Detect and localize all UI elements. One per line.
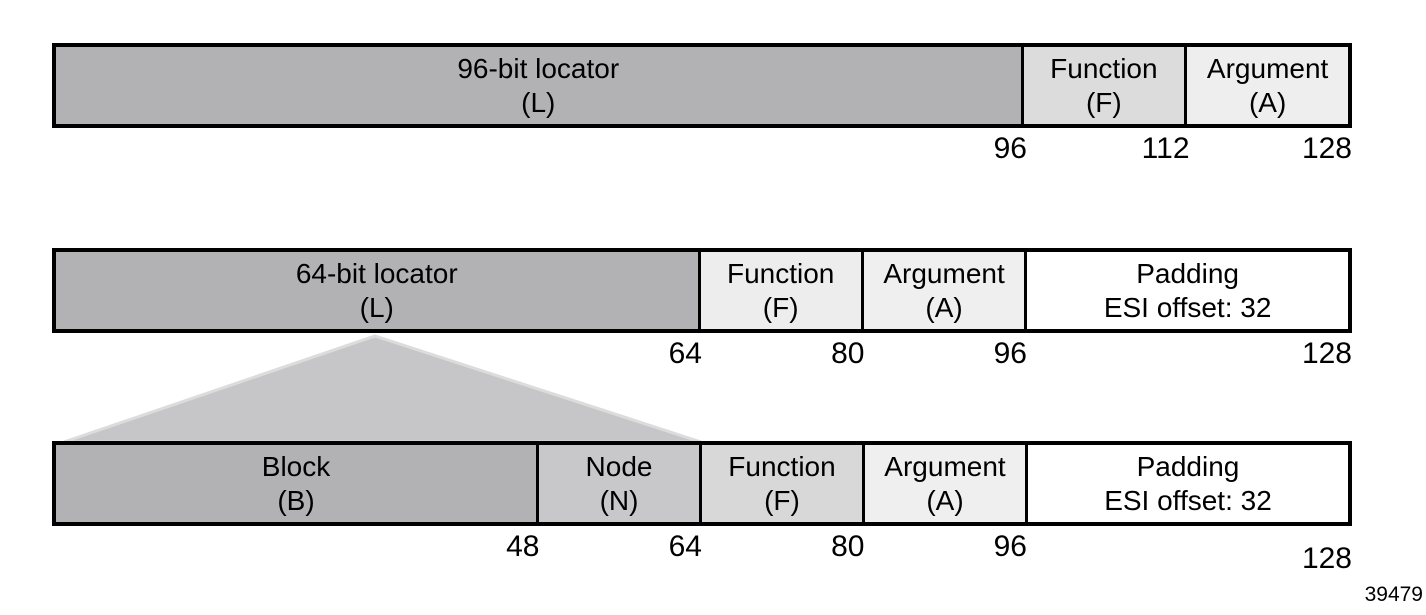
bit-offset-label: 64	[668, 337, 702, 370]
segment-label: Node	[585, 450, 653, 482]
segment-sublabel: (F)	[762, 291, 799, 323]
segment-label: Function	[726, 257, 835, 289]
segment-sublabel: (L)	[521, 86, 556, 118]
segment-sublabel: (A)	[925, 291, 963, 323]
segment-argument: Argument(A)	[860, 252, 1025, 329]
bit-offset-label: 80	[831, 530, 865, 563]
segment-label: Padding	[1136, 450, 1240, 482]
figure-number: 39479	[1364, 583, 1423, 606]
segment-sublabel: (F)	[1085, 86, 1122, 118]
segment-argument: Argument(A)	[1184, 47, 1348, 124]
bit-offset-label: 80	[831, 337, 865, 370]
segment-function: Function(F)	[699, 445, 862, 522]
segment-locator-64: 64-bit locator(L)	[56, 252, 698, 329]
segment-label: 64-bit locator	[295, 257, 458, 289]
bit-offset-label: 128	[1301, 542, 1352, 575]
segment-sublabel: (B)	[277, 484, 315, 516]
segment-sublabel: (A)	[926, 484, 964, 516]
segment-label: Block	[261, 450, 331, 482]
field-bar-64bit-sid-expanded: Block(B)Node(N)Function(F)Argument(A)Pad…	[52, 441, 1352, 526]
segment-sublabel: (A)	[1248, 86, 1287, 118]
segment-sublabel: (L)	[359, 291, 394, 323]
bit-offset-label: 64	[668, 530, 702, 563]
segment-locator-96: 96-bit locator(L)	[56, 47, 1021, 124]
segment-sublabel: (F)	[764, 484, 800, 516]
segment-node: Node(N)	[536, 445, 699, 522]
segment-label: Argument	[883, 257, 1005, 289]
segment-label: Function	[728, 450, 836, 482]
segment-function: Function(F)	[1020, 47, 1185, 124]
bit-offset-label: 96	[993, 132, 1027, 165]
segment-block: Block(B)	[56, 445, 536, 522]
segment-label: 96-bit locator	[457, 52, 620, 84]
field-bar-64bit-sid: 64-bit locator(L)Function(F)Argument(A)P…	[52, 248, 1352, 333]
bit-offset-label: 48	[506, 530, 540, 563]
segment-sublabel: ESI offset: 32	[1103, 291, 1272, 323]
bit-offset-label: 128	[1301, 337, 1352, 370]
bit-offset-label: 96	[993, 530, 1027, 563]
segment-sublabel: ESI offset: 32	[1104, 484, 1272, 516]
segment-label: Function	[1050, 52, 1158, 84]
segment-label: Padding	[1136, 257, 1239, 289]
expansion-wedge-shape	[63, 334, 702, 444]
segment-label: Argument	[884, 450, 1006, 482]
bit-offset-label: 112	[1141, 132, 1190, 165]
bit-offset-label: 128	[1301, 132, 1352, 165]
segment-argument: Argument(A)	[862, 445, 1025, 522]
bit-offset-label: 96	[993, 337, 1027, 370]
segment-label: Argument	[1206, 52, 1329, 84]
segment-sublabel: (N)	[599, 484, 639, 516]
segment-function: Function(F)	[697, 252, 861, 329]
field-bar-96bit-sid: 96-bit locator(L)Function(F)Argument(A)	[52, 43, 1352, 128]
